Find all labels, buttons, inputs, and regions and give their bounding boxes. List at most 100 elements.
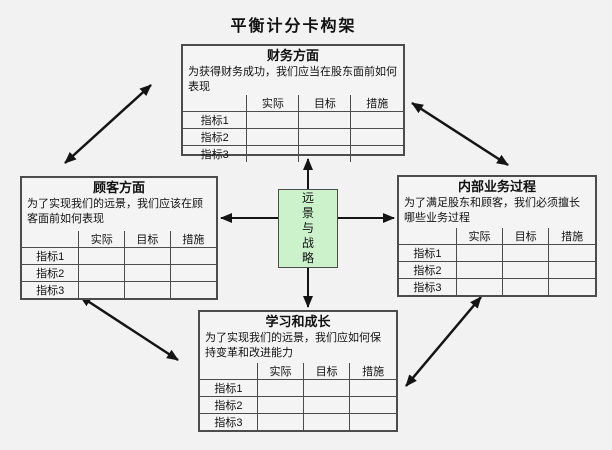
empty-cell [303, 413, 351, 430]
empty-cell [548, 278, 595, 295]
row-label: 指标1 [399, 244, 457, 262]
vision-strategy-box: 远景与战略 [278, 189, 338, 268]
table-header-row: 实际 目标 措施 [200, 363, 396, 380]
arrow-customer-financial [64, 84, 152, 164]
empty-cell [246, 128, 300, 146]
empty-cell [303, 379, 351, 397]
empty-cell [246, 145, 300, 162]
table-row: 指标1 [183, 111, 403, 129]
empty-cell [78, 281, 126, 298]
empty-cell [124, 281, 171, 298]
panel-internal: 内部业务过程 为了满足股东和顾客，我们必须擅长哪些业务过程 实际 目标 措施 指… [397, 175, 597, 297]
row-label: 指标2 [200, 396, 258, 414]
table-row: 指标2 [200, 396, 396, 414]
arrow-customer-learning [79, 294, 179, 362]
row-label: 指标1 [183, 111, 248, 129]
table-row: 指标2 [22, 264, 216, 282]
empty-cell [298, 111, 352, 129]
table-row: 指标2 [399, 261, 595, 279]
col-header-actual: 实际 [256, 363, 305, 380]
panel-financial-desc: 为获得财务成功，我们应当在股东面前如何表现 [188, 66, 397, 93]
table-header-row: 实际 目标 措施 [22, 231, 216, 248]
corner-cell [399, 228, 457, 245]
corner-cell [22, 231, 80, 248]
empty-cell [502, 244, 550, 262]
panel-internal-table: 实际 目标 措施 指标1 指标2 指标3 [399, 228, 595, 295]
row-label: 指标3 [200, 413, 258, 430]
row-label: 指标1 [22, 247, 80, 265]
empty-cell [455, 244, 504, 262]
empty-cell [502, 278, 550, 295]
row-label: 指标1 [200, 379, 258, 397]
table-row: 指标1 [22, 247, 216, 265]
col-header-target: 目标 [124, 231, 171, 248]
empty-cell [246, 111, 300, 129]
table-header-row: 实际 目标 措施 [399, 228, 595, 245]
empty-cell [349, 379, 396, 397]
arrow-learning-internal [405, 296, 482, 387]
panel-internal-title: 内部业务过程 [457, 179, 536, 194]
panel-learning-desc: 为了实现我们的远景，我们应如何保持变革和改进能力 [205, 332, 381, 359]
row-label: 指标2 [399, 261, 457, 279]
empty-cell [169, 281, 216, 298]
panel-customer: 顾客方面 为了实现我们的远景，我们应该在顾客面前如何表现 实际 目标 措施 指标… [20, 176, 218, 300]
empty-cell [124, 264, 171, 282]
row-label: 指标2 [183, 128, 248, 146]
empty-cell [350, 145, 403, 162]
col-header-measure: 措施 [169, 231, 216, 248]
col-header-measure: 措施 [349, 363, 396, 380]
empty-cell [548, 244, 595, 262]
panel-customer-table: 实际 目标 措施 指标1 指标2 指标3 [22, 231, 216, 298]
col-header-actual: 实际 [455, 228, 504, 245]
table-row: 指标1 [200, 379, 396, 397]
empty-cell [303, 396, 351, 414]
panel-learning: 学习和成长 为了实现我们的远景，我们应如何保持变革和改进能力 实际 目标 措施 … [198, 310, 398, 432]
empty-cell [350, 111, 403, 129]
col-header-target: 目标 [303, 363, 351, 380]
empty-cell [78, 247, 126, 265]
empty-cell [350, 128, 403, 146]
empty-cell [455, 278, 504, 295]
panel-financial-table: 实际 目标 措施 指标1 指标2 指标3 [183, 95, 403, 162]
empty-cell [298, 128, 352, 146]
table-header-row: 实际 目标 措施 [183, 95, 403, 112]
row-label: 指标3 [183, 145, 248, 162]
row-label: 指标3 [22, 281, 80, 298]
table-row: 指标2 [183, 128, 403, 146]
col-header-target: 目标 [298, 95, 352, 112]
empty-cell [78, 264, 126, 282]
panel-learning-table: 实际 目标 措施 指标1 指标2 指标3 [200, 363, 396, 430]
empty-cell [548, 261, 595, 279]
empty-cell [256, 413, 305, 430]
row-label: 指标2 [22, 264, 80, 282]
table-row: 指标3 [200, 413, 396, 430]
corner-cell [183, 95, 248, 112]
panel-financial: 财务方面 为获得财务成功，我们应当在股东面前如何表现 实际 目标 措施 指标1 … [181, 44, 405, 162]
empty-cell [169, 247, 216, 265]
empty-cell [256, 379, 305, 397]
vision-strategy-label: 远景与战略 [301, 191, 314, 265]
empty-cell [455, 261, 504, 279]
empty-cell [298, 145, 352, 162]
panel-internal-desc: 为了满足股东和顾客，我们必须擅长哪些业务过程 [404, 197, 580, 224]
empty-cell [349, 396, 396, 414]
row-label: 指标3 [399, 278, 457, 295]
corner-cell [200, 363, 258, 380]
empty-cell [124, 247, 171, 265]
empty-cell [256, 396, 305, 414]
panel-financial-title: 财务方面 [266, 48, 319, 63]
col-header-actual: 实际 [246, 95, 300, 112]
col-header-measure: 措施 [350, 95, 403, 112]
table-row: 指标3 [183, 145, 403, 162]
col-header-target: 目标 [502, 228, 550, 245]
empty-cell [502, 261, 550, 279]
arrow-financial-internal [411, 101, 509, 167]
col-header-measure: 措施 [548, 228, 595, 245]
panel-learning-title: 学习和成长 [265, 314, 331, 329]
page-title: 平衡计分卡构架 [230, 18, 357, 35]
panel-customer-desc: 为了实现我们的远景，我们应该在顾客面前如何表现 [27, 198, 203, 225]
col-header-actual: 实际 [78, 231, 126, 248]
empty-cell [349, 413, 396, 430]
table-row: 指标1 [399, 244, 595, 262]
